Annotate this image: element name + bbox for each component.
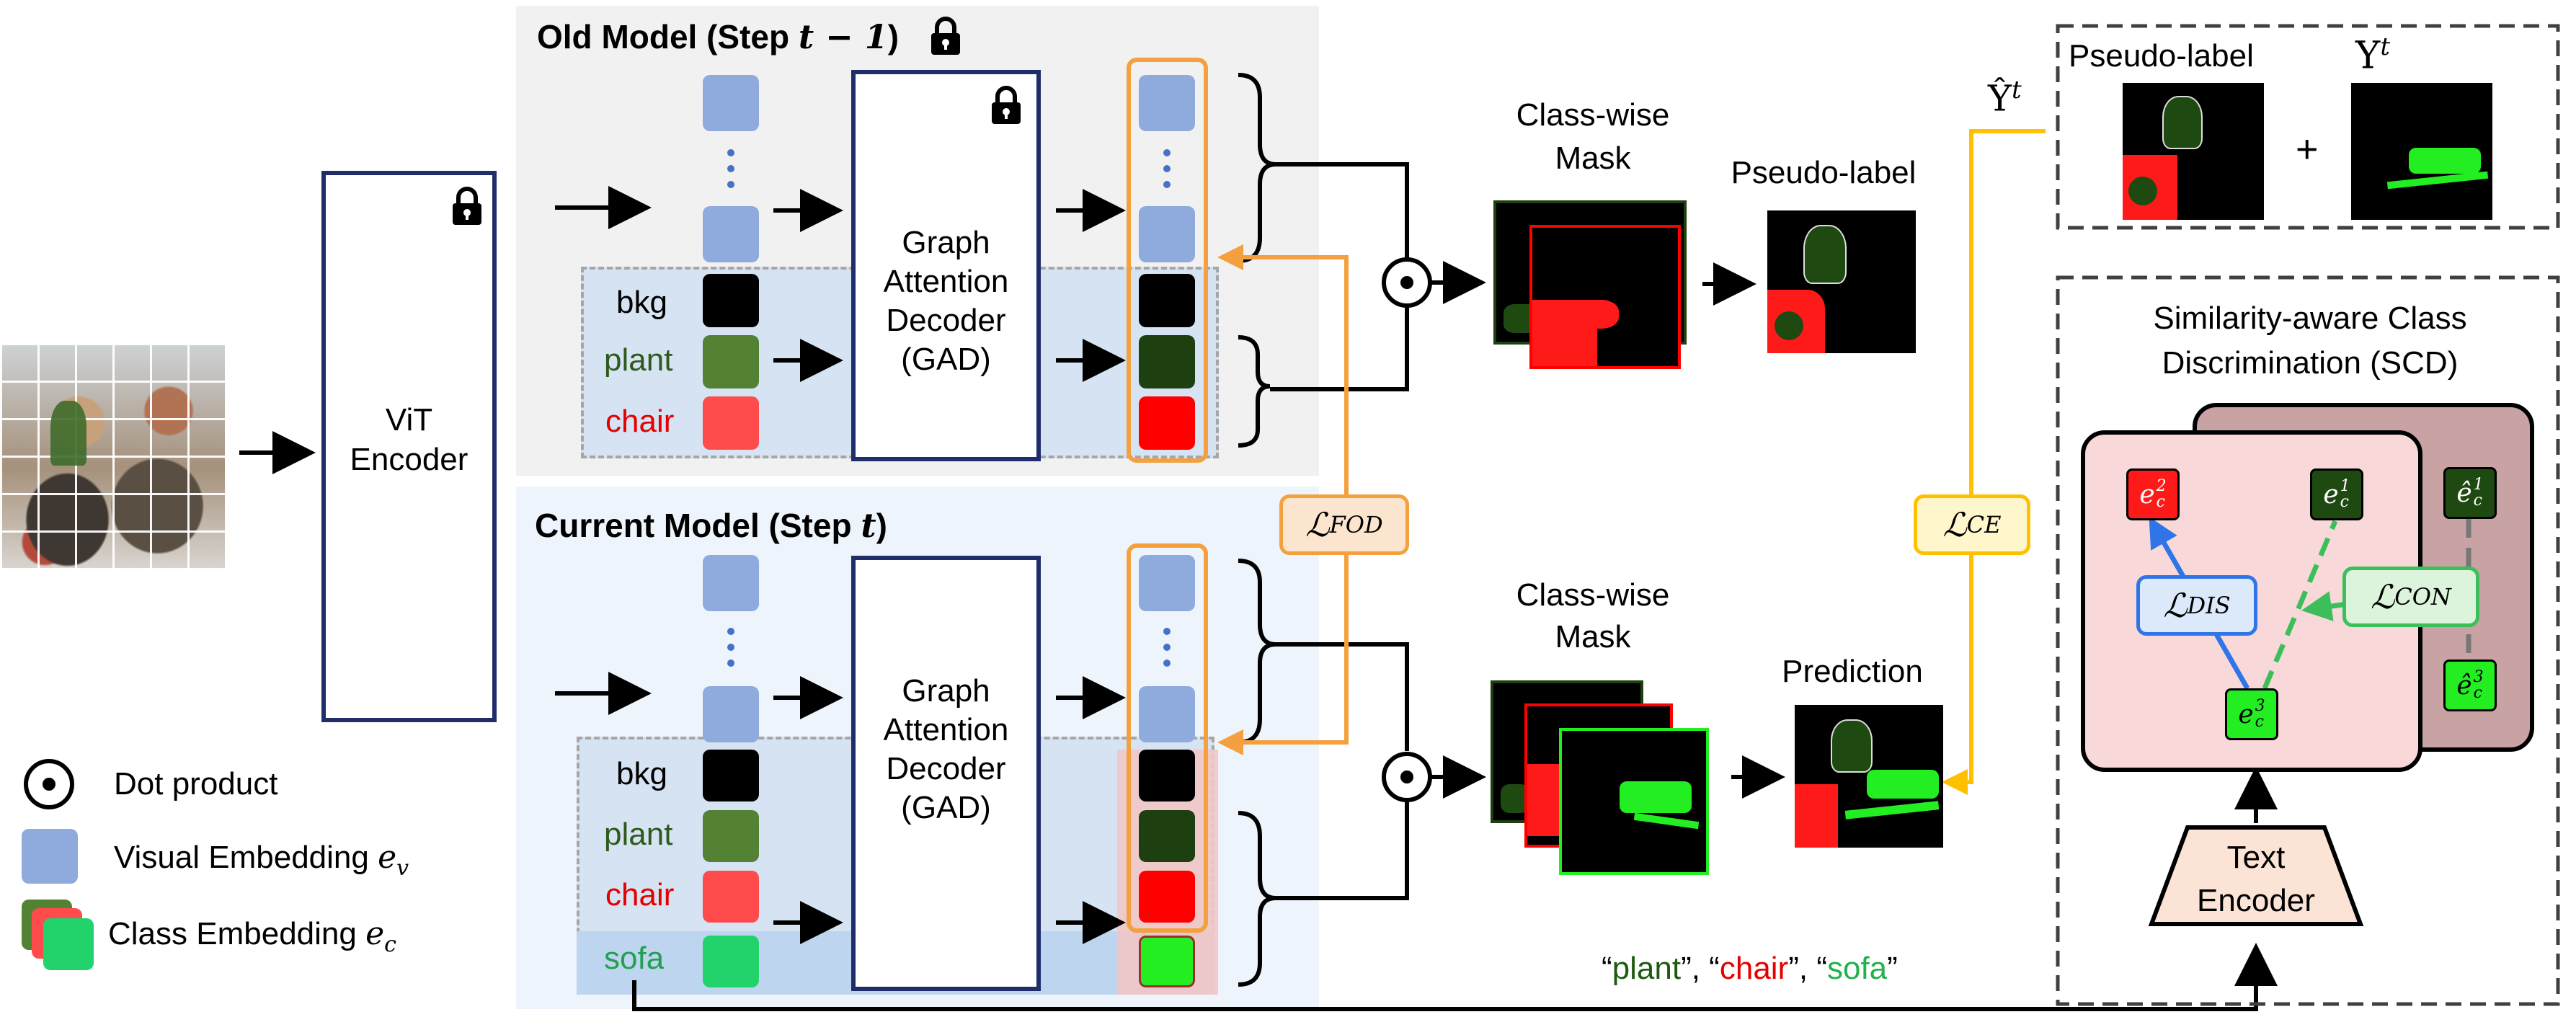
gad-label: Attention bbox=[883, 264, 1009, 299]
text-encoder-label: Text bbox=[2226, 840, 2286, 875]
old-output-group bbox=[1127, 58, 1208, 463]
legend-visual-embedding: Visual Embedding ev bbox=[114, 839, 409, 881]
legend-dot-symbol bbox=[24, 759, 74, 809]
pseudo-label-text: Pseudo-label bbox=[2069, 38, 2254, 74]
class-embedding-chair bbox=[703, 871, 759, 923]
current-output-group bbox=[1127, 543, 1208, 933]
output-embedding-plant bbox=[1139, 335, 1195, 388]
class-label-bkg: bkg bbox=[616, 285, 667, 320]
pseudo-label-text: Pseudo-label bbox=[1731, 155, 1917, 190]
lock-icon bbox=[450, 186, 484, 225]
class-label-plant: plant bbox=[604, 817, 673, 852]
vit-encoder: ViT Encoder bbox=[321, 171, 497, 722]
lock-icon bbox=[989, 85, 1023, 124]
class-wise-mask-label: Class-wise bbox=[1516, 577, 1670, 613]
visual-embedding bbox=[703, 206, 759, 262]
visual-embedding bbox=[1139, 206, 1195, 262]
class-embedding-sofa bbox=[703, 936, 759, 987]
class-embedding-bkg bbox=[703, 274, 759, 327]
legend-class-swatch bbox=[22, 900, 94, 972]
legend-dot-product: Dot product bbox=[114, 766, 278, 801]
text-encoder-label: Encoder bbox=[2197, 883, 2315, 918]
gad-label: Attention bbox=[883, 712, 1009, 747]
class-label-sofa: sofa bbox=[604, 941, 665, 976]
visual-embedding bbox=[1139, 555, 1195, 611]
class-wise-mask-label: Class-wise bbox=[1516, 97, 1670, 133]
input-image bbox=[0, 343, 225, 569]
y-t-label: Yt bbox=[2355, 32, 2390, 78]
visual-embedding bbox=[1139, 686, 1195, 742]
scd-title: Discrimination (SCD) bbox=[2162, 345, 2459, 381]
old-model-title: Old Model (Step t − 1) bbox=[537, 17, 900, 56]
mask-chair bbox=[1529, 225, 1681, 369]
pseudo-label-small-image bbox=[2123, 83, 2264, 220]
legend-visual-swatch bbox=[22, 829, 78, 884]
legend-class-embedding: Class Embedding ec bbox=[108, 915, 396, 957]
gad-label: Graph bbox=[902, 225, 990, 260]
class-label-chair: chair bbox=[605, 877, 675, 912]
current-gad-block: Graph Attention Decoder (GAD) bbox=[851, 556, 1041, 991]
prediction-image bbox=[1795, 705, 1943, 848]
encoder-label-line1: ViT bbox=[385, 402, 433, 438]
lock-icon bbox=[928, 16, 963, 55]
output-embedding-chair bbox=[1139, 396, 1195, 450]
class-wise-mask-label: Mask bbox=[1555, 141, 1631, 176]
dot-product-symbol bbox=[1382, 257, 1432, 308]
visual-embedding bbox=[703, 686, 759, 742]
gad-label: Decoder bbox=[886, 751, 1006, 786]
gad-label: Decoder bbox=[886, 303, 1006, 338]
class-embedding-bkg bbox=[703, 750, 759, 801]
output-embedding-chair bbox=[1139, 871, 1195, 923]
visual-embedding bbox=[703, 75, 759, 131]
old-gad-block: Graph Attention Decoder (GAD) bbox=[851, 70, 1041, 461]
gad-label: Graph bbox=[902, 673, 990, 709]
prediction-text: Prediction bbox=[1782, 654, 1923, 689]
visual-embedding bbox=[1139, 75, 1195, 131]
scd-title: Similarity-aware Class bbox=[2153, 301, 2467, 336]
class-embedding-plant bbox=[703, 335, 759, 388]
text-prompt: “plant”, “chair”, “sofa” bbox=[1602, 951, 1898, 986]
ellipsis-dots bbox=[727, 149, 1171, 667]
output-embedding-bkg bbox=[1139, 750, 1195, 801]
class-label-chair: chair bbox=[605, 404, 675, 439]
y-hat-label: Ŷt bbox=[1988, 76, 2022, 120]
class-label-bkg: bkg bbox=[616, 756, 667, 791]
visual-embedding bbox=[703, 555, 759, 611]
output-embedding-sofa bbox=[1139, 936, 1195, 987]
output-embedding-plant bbox=[1139, 810, 1195, 862]
ground-truth-image bbox=[2351, 83, 2492, 220]
mask-sofa bbox=[1559, 728, 1709, 875]
encoder-label-line2: Encoder bbox=[350, 442, 468, 477]
class-embedding-plant bbox=[703, 810, 759, 862]
class-embedding-chair bbox=[703, 396, 759, 450]
pseudo-label-image bbox=[1767, 210, 1916, 353]
plus-sign: + bbox=[2296, 128, 2319, 171]
output-embedding-bkg bbox=[1139, 274, 1195, 327]
class-label-plant: plant bbox=[604, 342, 673, 378]
current-model-title: Current Model (Step t) bbox=[535, 506, 887, 545]
class-wise-mask-label: Mask bbox=[1555, 619, 1631, 654]
gad-label: (GAD) bbox=[901, 790, 991, 825]
gad-label: (GAD) bbox=[901, 342, 991, 377]
dot-product-symbol bbox=[1382, 752, 1432, 802]
